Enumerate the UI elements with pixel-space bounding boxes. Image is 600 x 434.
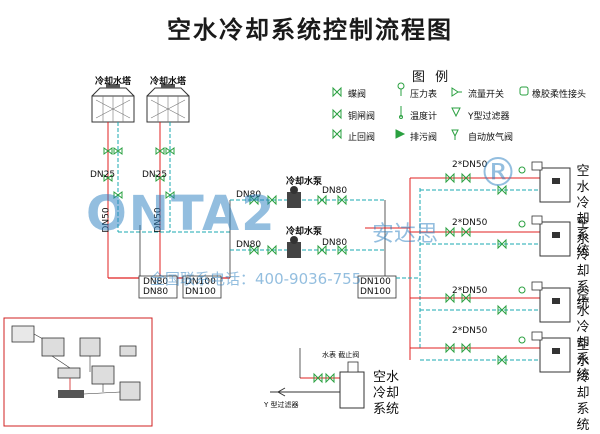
cooling-tower-label-2: 冷却水塔 — [150, 77, 187, 87]
legend-symbols — [332, 82, 529, 140]
legend-item-flow-switch: 流量开关 — [468, 90, 505, 100]
header-label-dn100-r1: DN100 — [360, 277, 391, 287]
branch-gauge-1 — [518, 166, 526, 174]
system-label-1: 空水冷却系统 — [576, 164, 590, 259]
watermark-registered: ® — [478, 150, 518, 196]
system-unit-port-4 — [552, 348, 560, 354]
cooling-tower-label-1: 冷却水塔 — [95, 77, 132, 87]
bottom-system-label: 空水冷却系统 — [372, 370, 399, 417]
system-unit-port-2 — [552, 232, 560, 238]
branch-valve-c-2 — [497, 238, 507, 250]
pipe-label-dn25-a: DN25 — [90, 170, 116, 180]
page-title: 空水冷却系统控制流程图 — [167, 16, 453, 44]
legend-item-y-filter: Y型过滤器 — [468, 112, 510, 122]
bottom-system — [270, 348, 365, 409]
branch-valve-b-3 — [461, 292, 471, 304]
system-unit-top-1 — [531, 161, 543, 171]
system-unit-2 — [539, 221, 571, 257]
system-unit-3 — [539, 287, 571, 323]
pipe-label-dn80-top: DN80 — [236, 190, 262, 200]
branch-label-1: 2*DN50 — [452, 160, 488, 170]
control-network-inset — [3, 317, 153, 427]
pipe-label-dn80-r2: DN80 — [322, 238, 348, 248]
cooling-pump-2 — [287, 236, 301, 258]
main-headers — [108, 199, 397, 299]
branch-gauge-3 — [518, 286, 526, 294]
watermark-phone: 全国联系电话：400-9036-755 — [150, 270, 362, 288]
header-label-dn80-1: DN80 — [143, 277, 169, 287]
branch-valve-a-1 — [445, 172, 455, 184]
system-unit-port-3 — [552, 298, 560, 304]
pump-label-2: 冷却水泵 — [286, 227, 323, 237]
header-label-dn80-2: DN80 — [143, 287, 169, 297]
branch-gauge-4 — [518, 336, 526, 344]
system-unit-top-3 — [531, 281, 543, 291]
legend-item-gate-valve: 铜闸阀 — [348, 112, 376, 122]
cooling-tower-1 — [91, 84, 135, 123]
system-unit-top-4 — [531, 331, 543, 341]
system-unit-1 — [539, 167, 571, 203]
legend-item-drain-valve: 排污阀 — [410, 133, 438, 143]
branch-valve-c-4 — [497, 354, 507, 366]
legend-title: 图 例 — [412, 70, 452, 85]
legend-item-air-vent: 自动放气阀 — [468, 133, 514, 143]
branch-valve-b-1 — [461, 172, 471, 184]
distribution-network — [385, 178, 421, 360]
header-label-dn100-2: DN100 — [185, 287, 216, 297]
branch-valve-b-2 — [461, 226, 471, 238]
system-branches — [410, 161, 571, 373]
header-label-dn100-1: DN100 — [185, 277, 216, 287]
pump-label-1: 冷却水泵 — [286, 177, 323, 187]
water-meter-label: 水表 截止阀 — [322, 351, 360, 359]
branch-gauge-2 — [518, 220, 526, 228]
system-label-3: 空水冷却系统 — [576, 288, 590, 383]
branch-valve-a-4 — [445, 342, 455, 354]
pipe-label-dn80-bot: DN80 — [236, 240, 262, 250]
branch-valve-c-1 — [497, 184, 507, 196]
tower-risers — [103, 122, 175, 278]
y-filter-label: Y 型过滤器 — [264, 401, 299, 409]
system-unit-top-2 — [531, 215, 543, 225]
watermark-brand-cn: 安达思 — [372, 222, 439, 247]
header-label-dn100-r2: DN100 — [360, 287, 391, 297]
branch-valve-a-2 — [445, 226, 455, 238]
system-unit-4 — [539, 337, 571, 373]
branch-label-3: 2*DN50 — [452, 286, 488, 296]
branch-valve-b-4 — [461, 342, 471, 354]
branch-label-4: 2*DN50 — [452, 326, 488, 336]
cooling-tower-2 — [146, 84, 190, 123]
legend-item-pressure-gauge: 压力表 — [410, 90, 438, 100]
pipe-label-dn25-b: DN25 — [142, 170, 168, 180]
branch-label-2: 2*DN50 — [452, 218, 488, 228]
pipe-label-dn80-r1: DN80 — [322, 186, 348, 196]
cooling-pump-1 — [287, 186, 301, 208]
legend-item-rubber-joint: 橡胶柔性接头 — [532, 90, 587, 100]
branch-valve-a-3 — [445, 292, 455, 304]
system-unit-port-1 — [552, 178, 560, 184]
watermark-logo: ONTA2 — [86, 186, 277, 242]
legend-item-check-valve: 止回阀 — [348, 133, 376, 143]
legend-item-butterfly-valve: 蝶阀 — [348, 90, 367, 100]
branch-valve-c-3 — [497, 304, 507, 316]
system-label-4: 空水冷却系统 — [576, 338, 590, 433]
pump-line-valves — [249, 194, 347, 256]
system-label-2: 空水冷却系统 — [576, 216, 590, 311]
legend-item-thermometer: 温度计 — [410, 112, 438, 122]
